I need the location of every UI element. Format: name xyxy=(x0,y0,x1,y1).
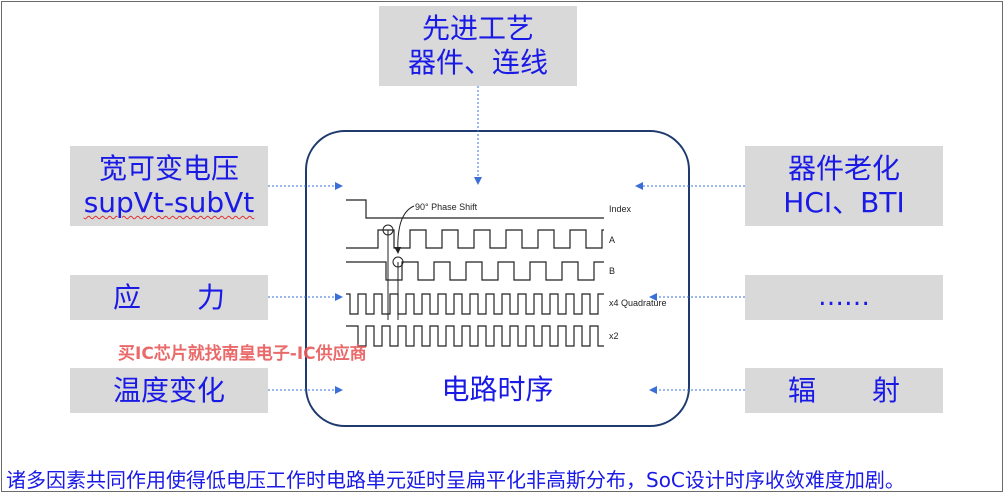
more-factors-label: …… xyxy=(818,281,870,312)
device-aging-line1: 器件老化 xyxy=(787,152,900,186)
signal-label-index: Index xyxy=(609,204,632,214)
radiation-box: 辐 射 xyxy=(745,368,943,413)
phase-shift-label: 90° Phase Shift xyxy=(415,202,478,212)
x4-quadrature-waveform xyxy=(346,293,604,315)
a-waveform xyxy=(346,229,604,249)
signal-label-x2: x2 xyxy=(609,331,619,341)
advanced-process-line1: 先进工艺 xyxy=(421,12,534,46)
advanced-process-box: 先进工艺 器件、连线 xyxy=(379,6,577,86)
advanced-process-line2: 器件、连线 xyxy=(407,46,548,79)
b-waveform xyxy=(346,261,604,281)
wide-voltage-line1: 宽可变电压 xyxy=(98,152,239,186)
temperature-box: 温度变化 xyxy=(70,368,268,413)
signal-label-x4: x4 Quadrature xyxy=(609,298,667,308)
x2-waveform xyxy=(346,325,604,347)
wide-voltage-box: 宽可变电压 supVt-subVt xyxy=(70,146,268,226)
device-aging-line2: HCI、BTI xyxy=(783,186,905,219)
stress-box: 应 力 xyxy=(70,275,268,320)
phase-shift-arrow xyxy=(394,205,415,254)
signal-label-a: A xyxy=(609,235,615,245)
more-factors-box: …… xyxy=(745,275,943,320)
bottom-caption: 诸多因素共同作用使得低电压工作时电路单元延时呈扁平化非高斯分布，SoC设计时序收… xyxy=(6,468,905,492)
circuit-timing-panel xyxy=(305,130,690,427)
temperature-label: 温度变化 xyxy=(112,373,225,407)
signal-label-b: B xyxy=(609,266,615,276)
circuit-timing-label: 电路时序 xyxy=(441,373,554,406)
stress-label: 应 力 xyxy=(112,280,225,314)
radiation-label: 辐 射 xyxy=(787,373,900,407)
wide-voltage-line2: supVt-subVt xyxy=(83,186,255,219)
watermark-text: 买IC芯片就找南皇电子-IC供应商 xyxy=(118,344,367,364)
index-waveform xyxy=(346,199,604,219)
device-aging-box: 器件老化 HCI、BTI xyxy=(745,146,943,226)
